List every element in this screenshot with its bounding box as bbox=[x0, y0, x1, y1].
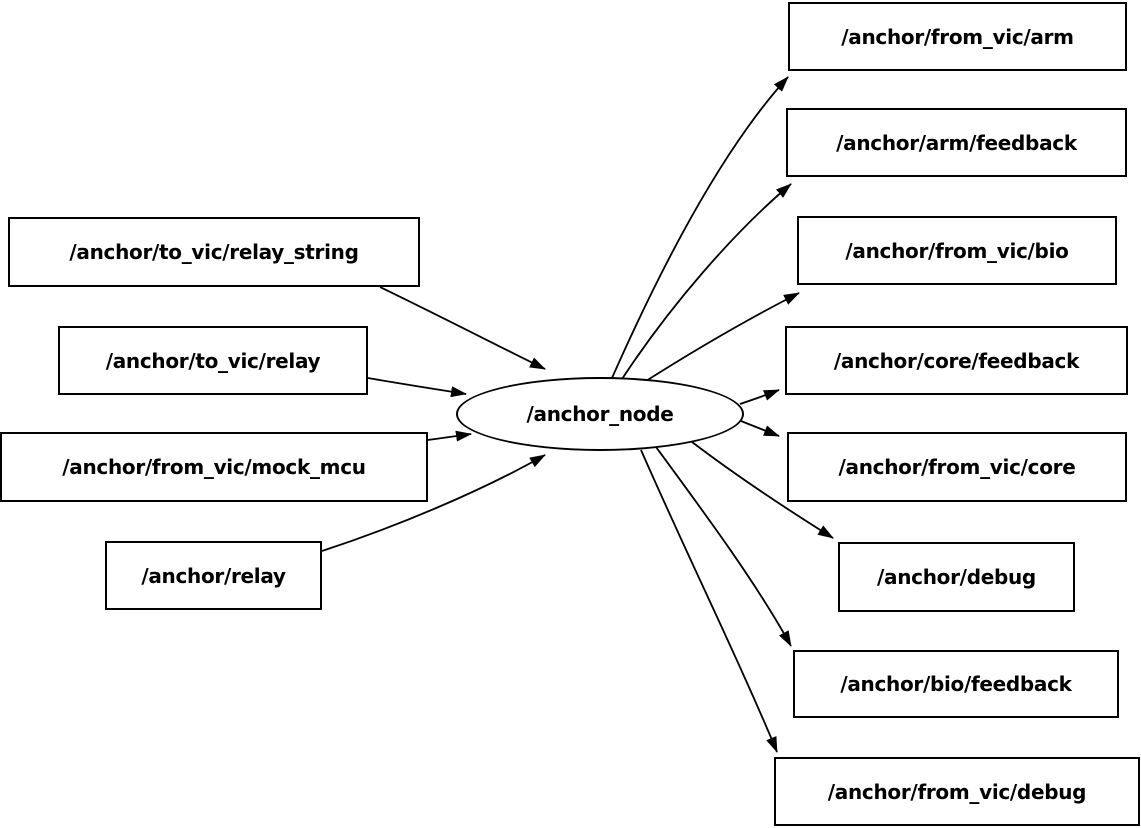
topic-node-debug: /anchor/debug bbox=[838, 542, 1075, 612]
edge-node-to-core-feedback bbox=[739, 389, 780, 405]
topic-label: /anchor/debug bbox=[877, 565, 1036, 589]
edge-node-to-bio-feedback bbox=[655, 446, 792, 647]
topic-node-from-vic-debug: /anchor/from_vic/debug bbox=[774, 757, 1140, 826]
topic-node-to-vic-relay-string: /anchor/to_vic/relay_string bbox=[8, 217, 420, 287]
edge-to-vic-relay-to-node bbox=[367, 377, 467, 398]
topic-label: /anchor/arm/feedback bbox=[836, 130, 1077, 155]
topic-node-from-vic-arm: /anchor/from_vic/arm bbox=[788, 2, 1127, 71]
topic-label: /anchor/from_vic/mock_mcu bbox=[62, 455, 366, 479]
topic-label: /anchor/from_vic/arm bbox=[841, 24, 1074, 49]
topic-node-from-vic-bio: /anchor/from_vic/bio bbox=[797, 216, 1117, 285]
topic-label: /anchor/bio/feedback bbox=[840, 672, 1072, 696]
topic-label: /anchor/from_vic/bio bbox=[845, 238, 1069, 263]
topic-label: /anchor/relay bbox=[141, 563, 286, 588]
edge-node-to-from-vic-arm bbox=[611, 76, 789, 379]
topic-node-core-feedback: /anchor/core/feedback bbox=[785, 326, 1128, 395]
node-anchor-node: /anchor_node bbox=[456, 377, 744, 451]
topic-label: /anchor/to_vic/relay_string bbox=[69, 240, 359, 264]
topic-node-from-vic-mock-mcu: /anchor/from_vic/mock_mcu bbox=[0, 432, 428, 502]
edge-node-to-from-vic-bio bbox=[645, 292, 800, 382]
edge-node-to-debug bbox=[691, 441, 834, 539]
topic-node-to-vic-relay: /anchor/to_vic/relay bbox=[58, 326, 368, 395]
edge-mock-mcu-to-node bbox=[427, 430, 472, 442]
edge-relay-to-node bbox=[321, 454, 546, 552]
topic-node-arm-feedback: /anchor/arm/feedback bbox=[786, 108, 1127, 177]
topic-node-from-vic-core: /anchor/from_vic/core bbox=[787, 432, 1127, 502]
edge-node-to-from-vic-debug bbox=[640, 449, 778, 753]
topic-label: /anchor/core/feedback bbox=[833, 348, 1080, 373]
topic-label: /anchor/to_vic/relay bbox=[105, 348, 321, 373]
edge-node-to-arm-feedback bbox=[621, 183, 792, 380]
topic-node-bio-feedback: /anchor/bio/feedback bbox=[793, 650, 1119, 718]
topic-node-relay: /anchor/relay bbox=[105, 541, 322, 610]
topic-label: /anchor/from_vic/core bbox=[838, 455, 1076, 479]
edge-node-to-from-vic-core bbox=[740, 420, 780, 437]
node-label: /anchor_node bbox=[526, 402, 674, 426]
edge-relay-string-to-node bbox=[379, 286, 546, 370]
topic-label: /anchor/from_vic/debug bbox=[827, 779, 1087, 804]
